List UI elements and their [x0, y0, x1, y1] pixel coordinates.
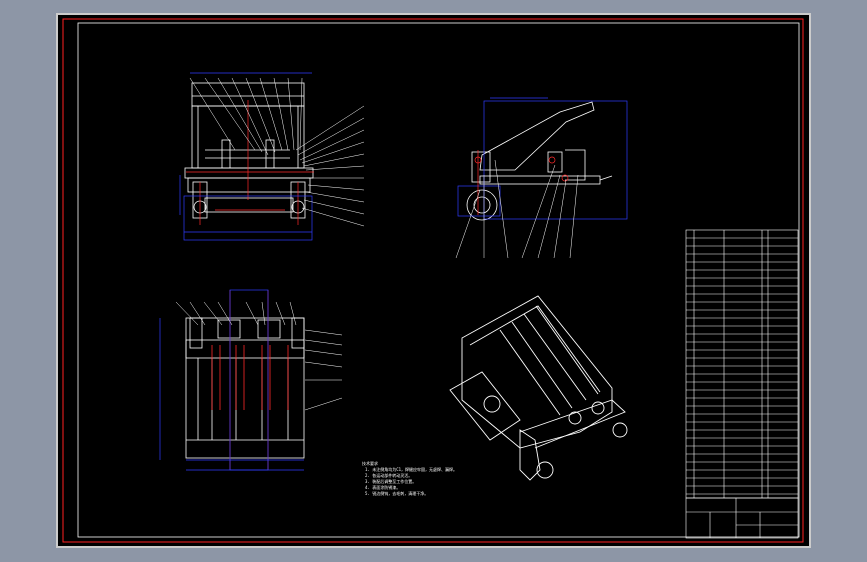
parts-list	[685, 229, 799, 499]
sheet-frame-inner	[77, 22, 800, 538]
side-view-leader-lines	[455, 159, 579, 259]
side-view-centerlines	[474, 150, 569, 215]
plan-view-leader-lines	[175, 301, 343, 411]
tech-note-line: 4. 表面涂防锈漆。	[365, 485, 401, 490]
title-block	[685, 497, 799, 539]
plan-view-dimensions	[159, 289, 304, 471]
tech-note-line: 1. 未注倒角均为C1，焊缝应牢固，无虚焊、漏焊。	[365, 467, 458, 472]
front-view-centerlines	[186, 100, 314, 225]
side-view	[466, 101, 613, 221]
sheet-frame-outer	[62, 18, 804, 543]
isometric-view	[449, 295, 628, 481]
drawing-sheet	[56, 13, 811, 548]
tech-note-line: 3. 装配后调整至工作位置。	[365, 479, 417, 484]
tech-note-line: 5. 锐边倒钝，去毛刺，清理干净。	[365, 491, 429, 496]
tech-notes-heading: 技术要求	[362, 461, 378, 466]
tech-note-line: 2. 各运动部件转动灵活。	[365, 473, 413, 478]
front-view-dimensions	[179, 175, 313, 241]
side-view-dimensions	[457, 97, 628, 220]
front-view-leader-lines	[189, 77, 365, 227]
